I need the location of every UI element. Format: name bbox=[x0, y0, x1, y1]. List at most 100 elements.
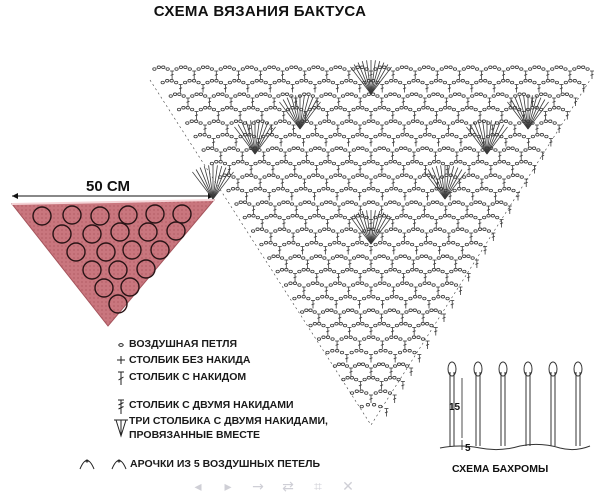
chain-stitch bbox=[277, 107, 282, 112]
chain-stitch bbox=[449, 133, 455, 137]
chain-stitch bbox=[429, 323, 434, 328]
chain-stitch bbox=[352, 296, 357, 301]
chain-stitch bbox=[307, 67, 312, 71]
chain-stitch bbox=[278, 148, 283, 152]
chain-stitch bbox=[399, 322, 404, 326]
chain-stitch bbox=[447, 202, 453, 206]
chain-stitch bbox=[396, 94, 402, 98]
chain-stitch bbox=[469, 241, 474, 245]
chain-stitch bbox=[308, 80, 313, 85]
chain-stitch bbox=[198, 121, 203, 125]
chain-stitch bbox=[316, 337, 322, 341]
chain-stitch bbox=[289, 202, 295, 206]
arrow-right-icon[interactable]: → bbox=[252, 479, 264, 495]
chain-stitch bbox=[398, 188, 403, 193]
chain-stitch bbox=[415, 79, 421, 83]
chain-stitch bbox=[386, 107, 391, 112]
arrows-icon[interactable]: ⇄ bbox=[282, 479, 294, 495]
chain-stitch bbox=[398, 254, 403, 258]
chain-stitch bbox=[506, 175, 511, 179]
chain-stitch bbox=[350, 242, 355, 247]
chain-stitch bbox=[396, 377, 401, 382]
chain-stitch bbox=[215, 134, 221, 139]
chain-stitch bbox=[442, 229, 447, 233]
crop-icon[interactable]: ⌗ bbox=[314, 479, 322, 495]
chain-stitch bbox=[371, 376, 376, 380]
chain-stitch bbox=[334, 322, 339, 326]
dc-stitch bbox=[358, 165, 363, 174]
chain-stitch bbox=[539, 121, 544, 125]
chain-stitch bbox=[337, 281, 342, 285]
arrow-left-icon[interactable]: ◂ bbox=[194, 479, 202, 495]
chain-stitch bbox=[508, 121, 513, 125]
chain-stitch bbox=[464, 214, 469, 218]
chain-stitch bbox=[264, 107, 269, 112]
close-icon[interactable]: ✕ bbox=[342, 479, 354, 495]
chain-stitch bbox=[560, 92, 565, 96]
dc-stitch bbox=[540, 151, 545, 160]
chain-stitch bbox=[272, 80, 277, 85]
chain-stitch bbox=[189, 119, 194, 123]
chain-stitch bbox=[271, 173, 276, 177]
play-icon[interactable]: ▸ bbox=[224, 479, 232, 495]
chain-stitch bbox=[419, 161, 424, 166]
chain-stitch bbox=[377, 106, 382, 110]
chain-stitch bbox=[415, 119, 420, 123]
dc-stitch bbox=[211, 138, 216, 147]
dc-stitch bbox=[391, 286, 396, 295]
chain-stitch bbox=[362, 161, 367, 166]
chain-stitch bbox=[342, 215, 347, 220]
chain-stitch bbox=[242, 121, 247, 125]
chain-stitch bbox=[497, 67, 502, 71]
dc-stitch bbox=[433, 327, 438, 336]
chain-stitch bbox=[365, 403, 371, 407]
legend-dc-label: СТОЛБИК С НАКИДОМ bbox=[129, 371, 247, 383]
chain-stitch bbox=[344, 79, 349, 83]
dc-stitch bbox=[465, 205, 470, 214]
chain-stitch bbox=[364, 256, 369, 260]
chain-stitch bbox=[216, 119, 221, 123]
dc-stitch bbox=[325, 111, 330, 120]
chain-stitch bbox=[500, 92, 505, 96]
chain-stitch bbox=[220, 121, 225, 125]
chain-stitch bbox=[499, 119, 504, 123]
chain-stitch bbox=[353, 161, 358, 166]
chain-stitch bbox=[411, 227, 416, 231]
chain-stitch bbox=[451, 80, 456, 85]
chain-stitch bbox=[268, 241, 273, 245]
chain-stitch bbox=[395, 175, 400, 179]
chain-stitch bbox=[362, 188, 367, 193]
chain-stitch bbox=[259, 242, 264, 247]
dc-stitch bbox=[497, 151, 502, 160]
dc-stitch bbox=[436, 286, 441, 295]
chain-stitch bbox=[354, 310, 359, 314]
chain-stitch bbox=[431, 134, 437, 139]
chain-stitch bbox=[331, 121, 336, 125]
dc-stitch bbox=[526, 138, 531, 147]
chain-stitch bbox=[513, 94, 518, 98]
chain-stitch bbox=[426, 202, 431, 206]
chain-stitch bbox=[240, 67, 245, 71]
chain-stitch bbox=[445, 296, 450, 301]
dc-stitch bbox=[267, 192, 272, 201]
chain-stitch bbox=[399, 65, 405, 69]
chain-stitch bbox=[308, 308, 313, 312]
chain-stitch bbox=[301, 268, 306, 272]
chain-stitch bbox=[259, 79, 264, 83]
dc-stitch bbox=[369, 367, 373, 376]
chain-stitch bbox=[271, 65, 276, 69]
chain-stitch bbox=[393, 187, 398, 191]
chain-stitch bbox=[469, 106, 474, 110]
chain-stitch bbox=[480, 160, 485, 164]
chain-stitch bbox=[320, 67, 325, 71]
chain-stitch bbox=[421, 106, 426, 110]
fringe-tassel bbox=[473, 361, 483, 446]
chain-stitch bbox=[326, 227, 331, 231]
chain-stitch bbox=[318, 161, 323, 166]
chain-stitch bbox=[408, 308, 413, 312]
dc-stitch bbox=[465, 97, 470, 106]
chain-stitch bbox=[436, 256, 441, 260]
chain-stitch bbox=[275, 269, 280, 274]
chain-stitch bbox=[459, 148, 464, 152]
chain-stitch bbox=[408, 296, 413, 301]
